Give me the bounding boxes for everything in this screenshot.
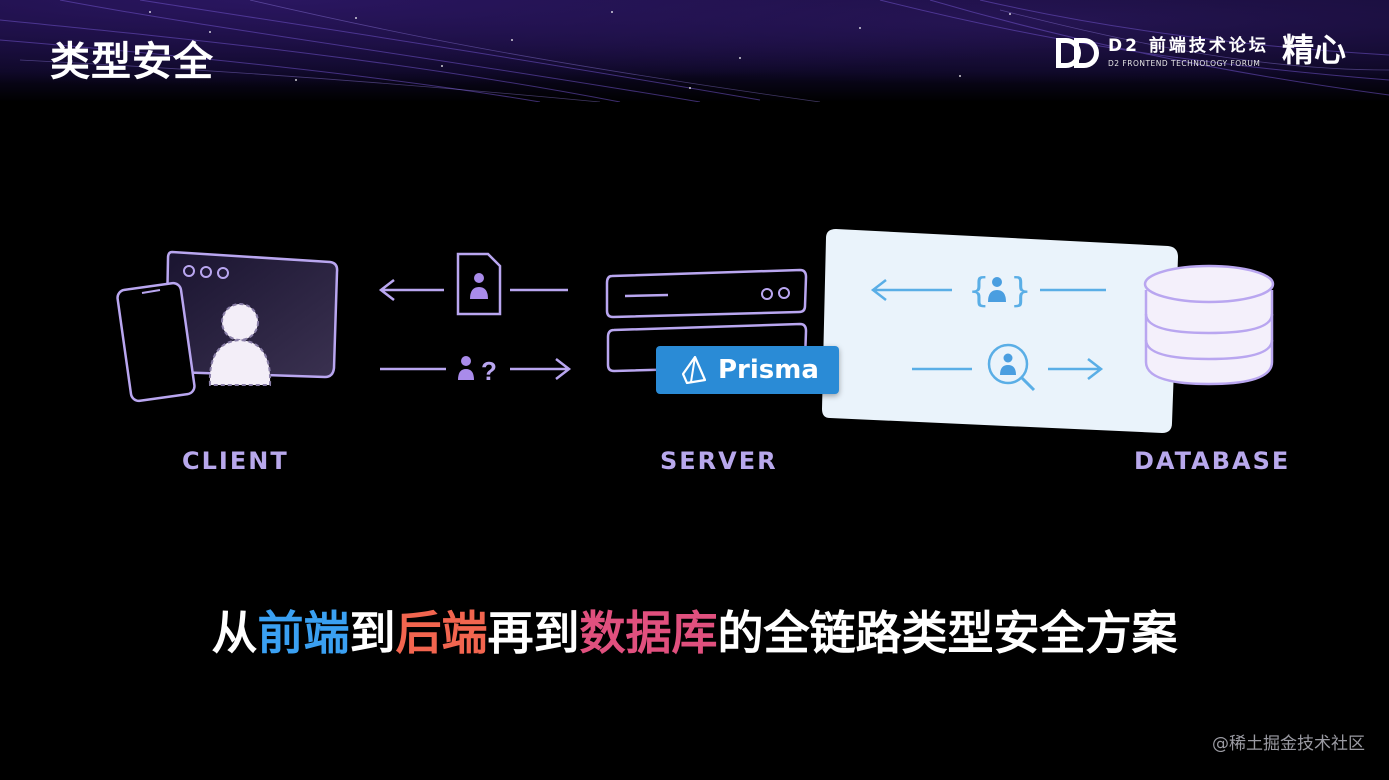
subtitle-backend: 后端	[395, 606, 488, 660]
server-label: SERVER	[660, 447, 778, 475]
database-cylinder-icon	[1143, 264, 1275, 386]
prisma-logo-icon	[682, 356, 706, 384]
client-label: CLIENT	[182, 447, 289, 475]
d2-logo-icon	[1056, 38, 1099, 68]
search-user-icon	[987, 343, 1036, 392]
document-user-icon	[456, 252, 502, 316]
starfield-decoration	[0, 0, 1389, 102]
user-query-icon	[458, 356, 474, 380]
subtitle-caption: 从前端到后端再到数据库的全链路类型安全方案	[0, 605, 1389, 661]
database-panel: { }	[822, 229, 1178, 433]
database-label: DATABASE	[1134, 447, 1290, 475]
header-banner: 类型安全 D2 前端技术论坛 D2 FRONTEND TECHNOLOGY FO…	[0, 0, 1389, 102]
query-mark: ?	[481, 356, 497, 386]
subtitle-segment: 从	[211, 606, 258, 660]
slide-title: 类型安全	[50, 39, 214, 85]
architecture-diagram: ? { }	[116, 229, 1290, 475]
subtitle-database: 数据库	[579, 606, 718, 660]
json-user-icon: { }	[968, 271, 1032, 311]
response-arrow	[378, 279, 568, 301]
watermark: @稀土掘金技术社区	[1212, 734, 1365, 754]
subtitle-segment: 到	[349, 606, 396, 660]
svg-text:}: }	[1010, 271, 1032, 311]
partner-logo-text: 精心	[1282, 31, 1347, 69]
phone-icon	[116, 281, 196, 403]
prisma-label: Prisma	[718, 355, 819, 385]
subtitle-frontend: 前端	[257, 606, 350, 660]
user-avatar-icon	[208, 303, 272, 386]
svg-text:{: {	[968, 271, 990, 311]
prisma-badge: Prisma	[656, 346, 839, 394]
subtitle-segment: 的全链路类型安全方案	[717, 606, 1178, 660]
brand-name-en: D2 FRONTEND TECHNOLOGY FORUM	[1108, 59, 1261, 68]
subtitle-segment: 再到	[487, 606, 580, 660]
request-arrow	[380, 358, 572, 380]
brand-name-cn: D2 前端技术论坛	[1108, 36, 1269, 56]
